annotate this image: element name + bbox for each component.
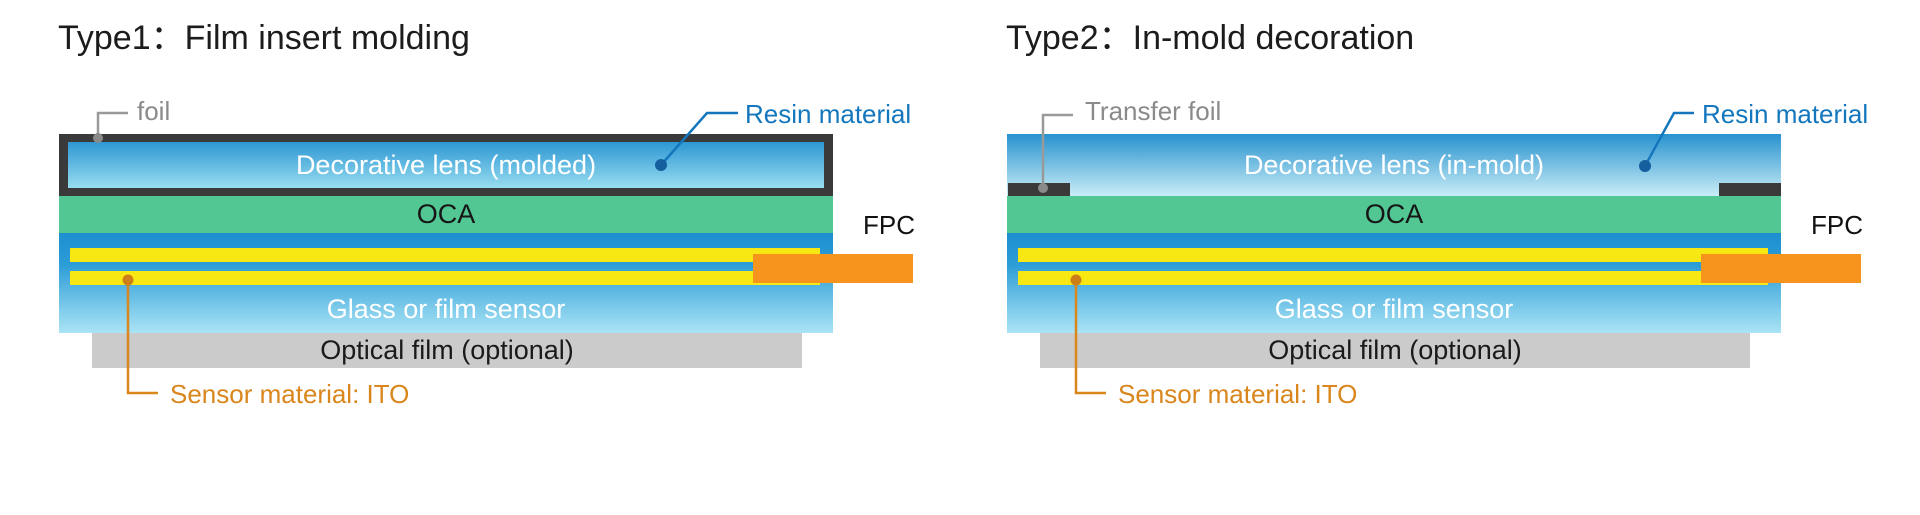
fpc-connector: [1701, 254, 1861, 283]
transfer-foil-patch-right: [1719, 183, 1781, 196]
decorative-lens-layer: Decorative lens (molded): [59, 134, 833, 196]
optical-film-layer-label: Optical film (optional): [1268, 335, 1522, 365]
oca-layer: OCA: [59, 196, 833, 233]
oca-layer: OCA: [1007, 196, 1781, 233]
fpc-label: FPC: [1811, 210, 1863, 240]
optical-film-layer: Optical film (optional): [92, 333, 802, 368]
ito-electrode-bar-top: [70, 248, 820, 262]
optical-film-layer-label: Optical film (optional): [320, 335, 574, 365]
resin-material-label: Resin material: [745, 99, 912, 129]
ito-electrode-bar-bottom: [1018, 271, 1768, 285]
resin-material-label: Resin material: [1702, 99, 1869, 129]
foil-label: foil: [137, 96, 171, 126]
panel-title: Type1：Film insert molding: [58, 19, 470, 57]
sensor-layer-label: Glass or film sensor: [326, 293, 566, 324]
decorative-lens-layer-label: Decorative lens (molded): [295, 149, 597, 180]
sensor-material-ito-label: Sensor material: ITO: [170, 379, 410, 409]
sensor-layer-label: Glass or film sensor: [1274, 293, 1514, 324]
panel-in-mold-decoration: Type2：In-mold decoration Transfer foil R…: [948, 0, 1920, 515]
ito-electrode-bar-top: [1018, 248, 1768, 262]
fpc-connector: [753, 254, 913, 283]
panel-film-insert-molding: Type1：Film insert molding foil Resin mat…: [58, 19, 915, 409]
glass-or-film-sensor-layer: Glass or film sensor: [59, 233, 833, 333]
sensor-material-ito-label: Sensor material: ITO: [1118, 379, 1358, 409]
panel-title: Type2：In-mold decoration: [1006, 19, 1415, 57]
resin-lens-surface: Decorative lens (molded): [68, 142, 824, 188]
oca-layer-label: OCA: [1364, 199, 1424, 229]
fpc-label: FPC: [863, 210, 915, 240]
oca-layer-label: OCA: [416, 199, 476, 229]
optical-film-layer: Optical film (optional): [1040, 333, 1750, 368]
decorative-lens-layer-label: Decorative lens (in-mold): [1243, 149, 1545, 180]
transfer-foil-label: Transfer foil: [1085, 96, 1222, 126]
ito-electrode-bar-bottom: [70, 271, 820, 285]
glass-or-film-sensor-layer: Glass or film sensor: [1007, 233, 1781, 333]
transfer-foil-patch-left: [1008, 183, 1070, 196]
decorative-lens-layer: Decorative lens (in-mold): [1007, 134, 1781, 196]
